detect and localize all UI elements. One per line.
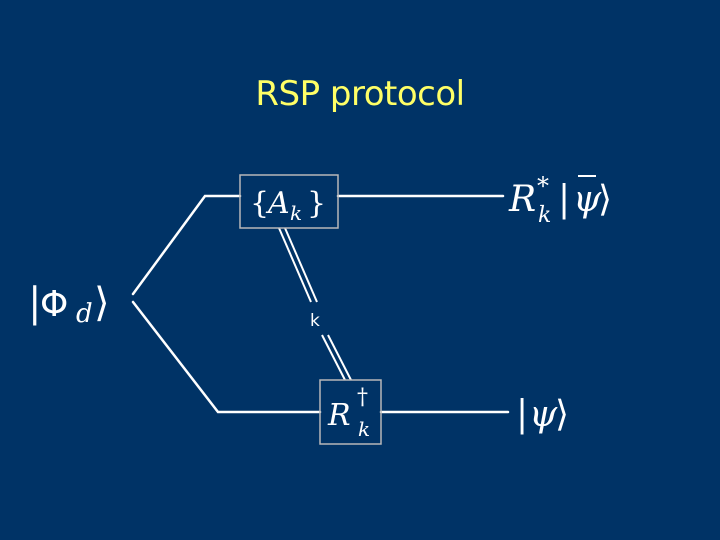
top-output-subscript: k <box>538 203 551 228</box>
input-state-symbol: Φ <box>40 284 68 325</box>
classical-line-lower-b <box>327 334 352 381</box>
bottom-output-bar: | <box>516 394 528 435</box>
top-output-superscript: * <box>537 172 549 200</box>
input-state-bracket: ⟩ <box>94 280 110 326</box>
upper-wire <box>131 194 242 296</box>
correction-symbol: R <box>327 398 351 433</box>
correction-superscript: † <box>357 385 368 410</box>
measurement-symbol: A <box>265 186 290 221</box>
classical-line-lower-a <box>321 334 346 381</box>
measurement-brace-open: { <box>250 186 269 221</box>
classical-line-upper-a <box>278 227 312 303</box>
input-state-bar: | <box>28 280 41 326</box>
measurement-box <box>239 174 339 229</box>
top-output-psi: ψ <box>573 179 602 220</box>
slide-title: RSP protocol <box>255 74 465 114</box>
measurement-subscript: k <box>290 201 302 225</box>
top-output-bracket: ⟩ <box>598 179 612 220</box>
classical-line-upper-b <box>284 227 318 303</box>
bottom-output-psi: ψ <box>529 394 558 435</box>
measurement-brace-close: } <box>307 186 326 221</box>
correction-box <box>319 379 382 445</box>
top-output-symbol: R <box>508 179 536 220</box>
lower-wire <box>131 300 322 414</box>
classical-channel-label: k <box>310 311 320 331</box>
input-state-subscript: d <box>76 299 93 329</box>
top-output-bar: | <box>558 179 570 220</box>
bottom-output-bracket: ⟩ <box>555 394 569 435</box>
correction-subscript: k <box>358 417 370 441</box>
